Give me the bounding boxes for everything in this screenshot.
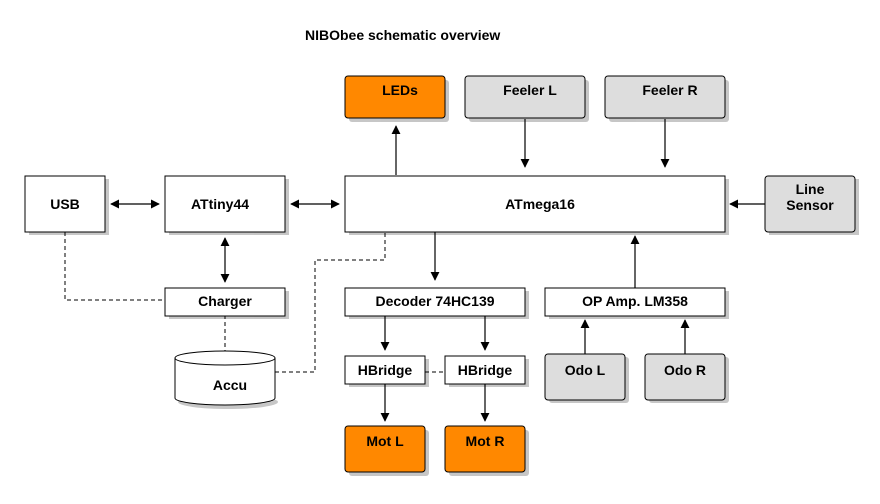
box-shadows [29, 80, 859, 476]
atmega16-box [344, 175, 726, 233]
mot-r-box [444, 425, 526, 473]
feeler-r-label: Feeler R [642, 82, 697, 98]
arrows [110, 119, 765, 422]
odo-l-box [544, 353, 626, 401]
line-sensor-label-sensor: Sensor [786, 197, 834, 213]
mot-l-box [344, 425, 426, 473]
feeler-l-box [464, 75, 586, 119]
hbridge-l-box [344, 355, 426, 385]
accu-label: Accu [213, 377, 247, 393]
usb-label: USB [50, 196, 80, 212]
feeler-r-box [604, 75, 726, 119]
leds-box [344, 75, 446, 119]
op-amp-label: OP Amp. LM358 [582, 293, 688, 309]
attiny44-box [164, 175, 286, 233]
decoder-box [344, 287, 526, 317]
mot-r-label: Mot R [466, 433, 505, 449]
usb-box [24, 175, 106, 233]
decoder-label: Decoder 74HC139 [375, 293, 494, 309]
accu-cylinder [174, 350, 278, 409]
line-sensor-label-line: Line [796, 181, 825, 197]
odo-r-box [644, 353, 726, 401]
feeler-l-label: Feeler L [503, 82, 557, 98]
line-sensor-box [764, 175, 856, 233]
hbridge-l-label: HBridge [358, 362, 413, 378]
attiny44-label: ATtiny44 [191, 196, 249, 212]
hbridge-r-label: HBridge [458, 362, 513, 378]
odo-r-label: Odo R [664, 362, 706, 378]
op-amp-box [544, 287, 726, 317]
hbridge-r-box [444, 355, 526, 385]
charger-label: Charger [198, 293, 252, 309]
atmega16-label: ATmega16 [505, 196, 575, 212]
charger-box [164, 287, 286, 317]
diagram-title: NIBObee schematic overview [305, 27, 500, 43]
dashed-connections [64, 232, 445, 373]
mot-l-label: Mot L [366, 433, 404, 449]
leds-label: LEDs [382, 82, 418, 98]
odo-l-label: Odo L [565, 362, 606, 378]
